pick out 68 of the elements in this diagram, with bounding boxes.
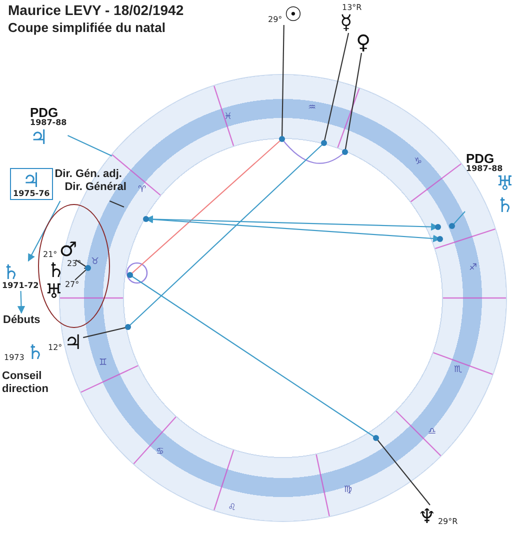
connector-line [74,268,88,280]
planet-symbol: ♃ [64,332,82,352]
zodiac-sign: ♈ [138,185,146,195]
planet-symbol: ☉ [284,4,302,24]
planet-symbol: ♅ [496,173,514,193]
planet-symbol: ♅ [45,281,63,301]
planet-symbol: ♄ [2,262,20,282]
chart-point [321,140,327,146]
connector-line [376,438,430,506]
planet-symbol: ♆ [418,506,436,526]
planet-symbol: ♄ [47,260,65,280]
connector-line [452,211,466,226]
role-label: PDG [30,106,58,119]
subtitle: Coupe simplifiée du natal [8,20,166,35]
zodiac-sign: ♑ [414,157,422,167]
zodiac-sign: ♒ [308,103,316,113]
zodiac-sign: ♊ [99,358,108,368]
annotation-text: Dir. Gén. adj. [54,168,123,181]
zodiac-sign: ♍ [344,485,352,495]
degree-label: 29° [268,16,282,24]
connector-line [76,260,88,268]
chart-point [279,136,285,142]
title: Maurice LEVY - 18/02/1942 [8,2,184,18]
planet-symbol: ♀ [356,32,371,52]
connector-line [281,25,284,139]
chart-point [125,324,131,330]
connector-line [282,138,346,164]
year-label: 1971-72 [2,282,39,290]
connector-line [128,142,324,328]
zodiac-sign: ♉ [91,257,100,267]
zodiac-sign: ♓ [224,112,232,122]
connector-line [110,200,124,208]
annotation-text: Dir. Général [64,180,126,194]
annotation-text: Conseil direction [2,370,50,396]
degree-label: 1973 [4,354,24,362]
degree-label: 21° [43,251,58,259]
arrow [17,290,26,314]
chart-point [143,216,149,222]
planet-symbol: ♃ [30,127,48,147]
chart-point [449,223,455,229]
planet-symbol: ♄ [26,342,44,362]
degree-label: 29°R [438,518,458,526]
zodiac-sign: ♐ [469,263,478,273]
connector-line [67,134,112,156]
planet-symbol: ♂ [59,239,78,259]
chart-point [373,435,379,441]
chart-point [342,149,348,155]
role-label: PDG [466,152,494,165]
arrow [28,200,61,262]
degree-label: 27° [64,281,80,289]
year-label: 1987-88 [466,165,503,173]
connector-line [130,138,282,276]
degree-label: 23° [66,260,82,268]
year-label: 1975-76 [13,190,50,198]
chart-point [437,236,443,242]
year-label: 1987-88 [30,119,67,127]
chart-point [435,224,441,230]
connector-line [130,274,376,438]
zodiac-sign: ♏ [454,365,462,375]
zodiac-sign: ♎ [428,427,436,437]
zodiac-sign: ♋ [156,447,164,457]
zodiac-sign: ♌ [228,503,236,513]
degree-label: 12° [48,344,62,352]
annotation-text: Débuts [3,314,40,327]
planet-symbol: ♄ [496,195,514,215]
planet-symbol: ☿ [340,12,352,32]
planet-symbol: ♃ [22,170,40,190]
degree-label: 13°R [342,4,362,12]
